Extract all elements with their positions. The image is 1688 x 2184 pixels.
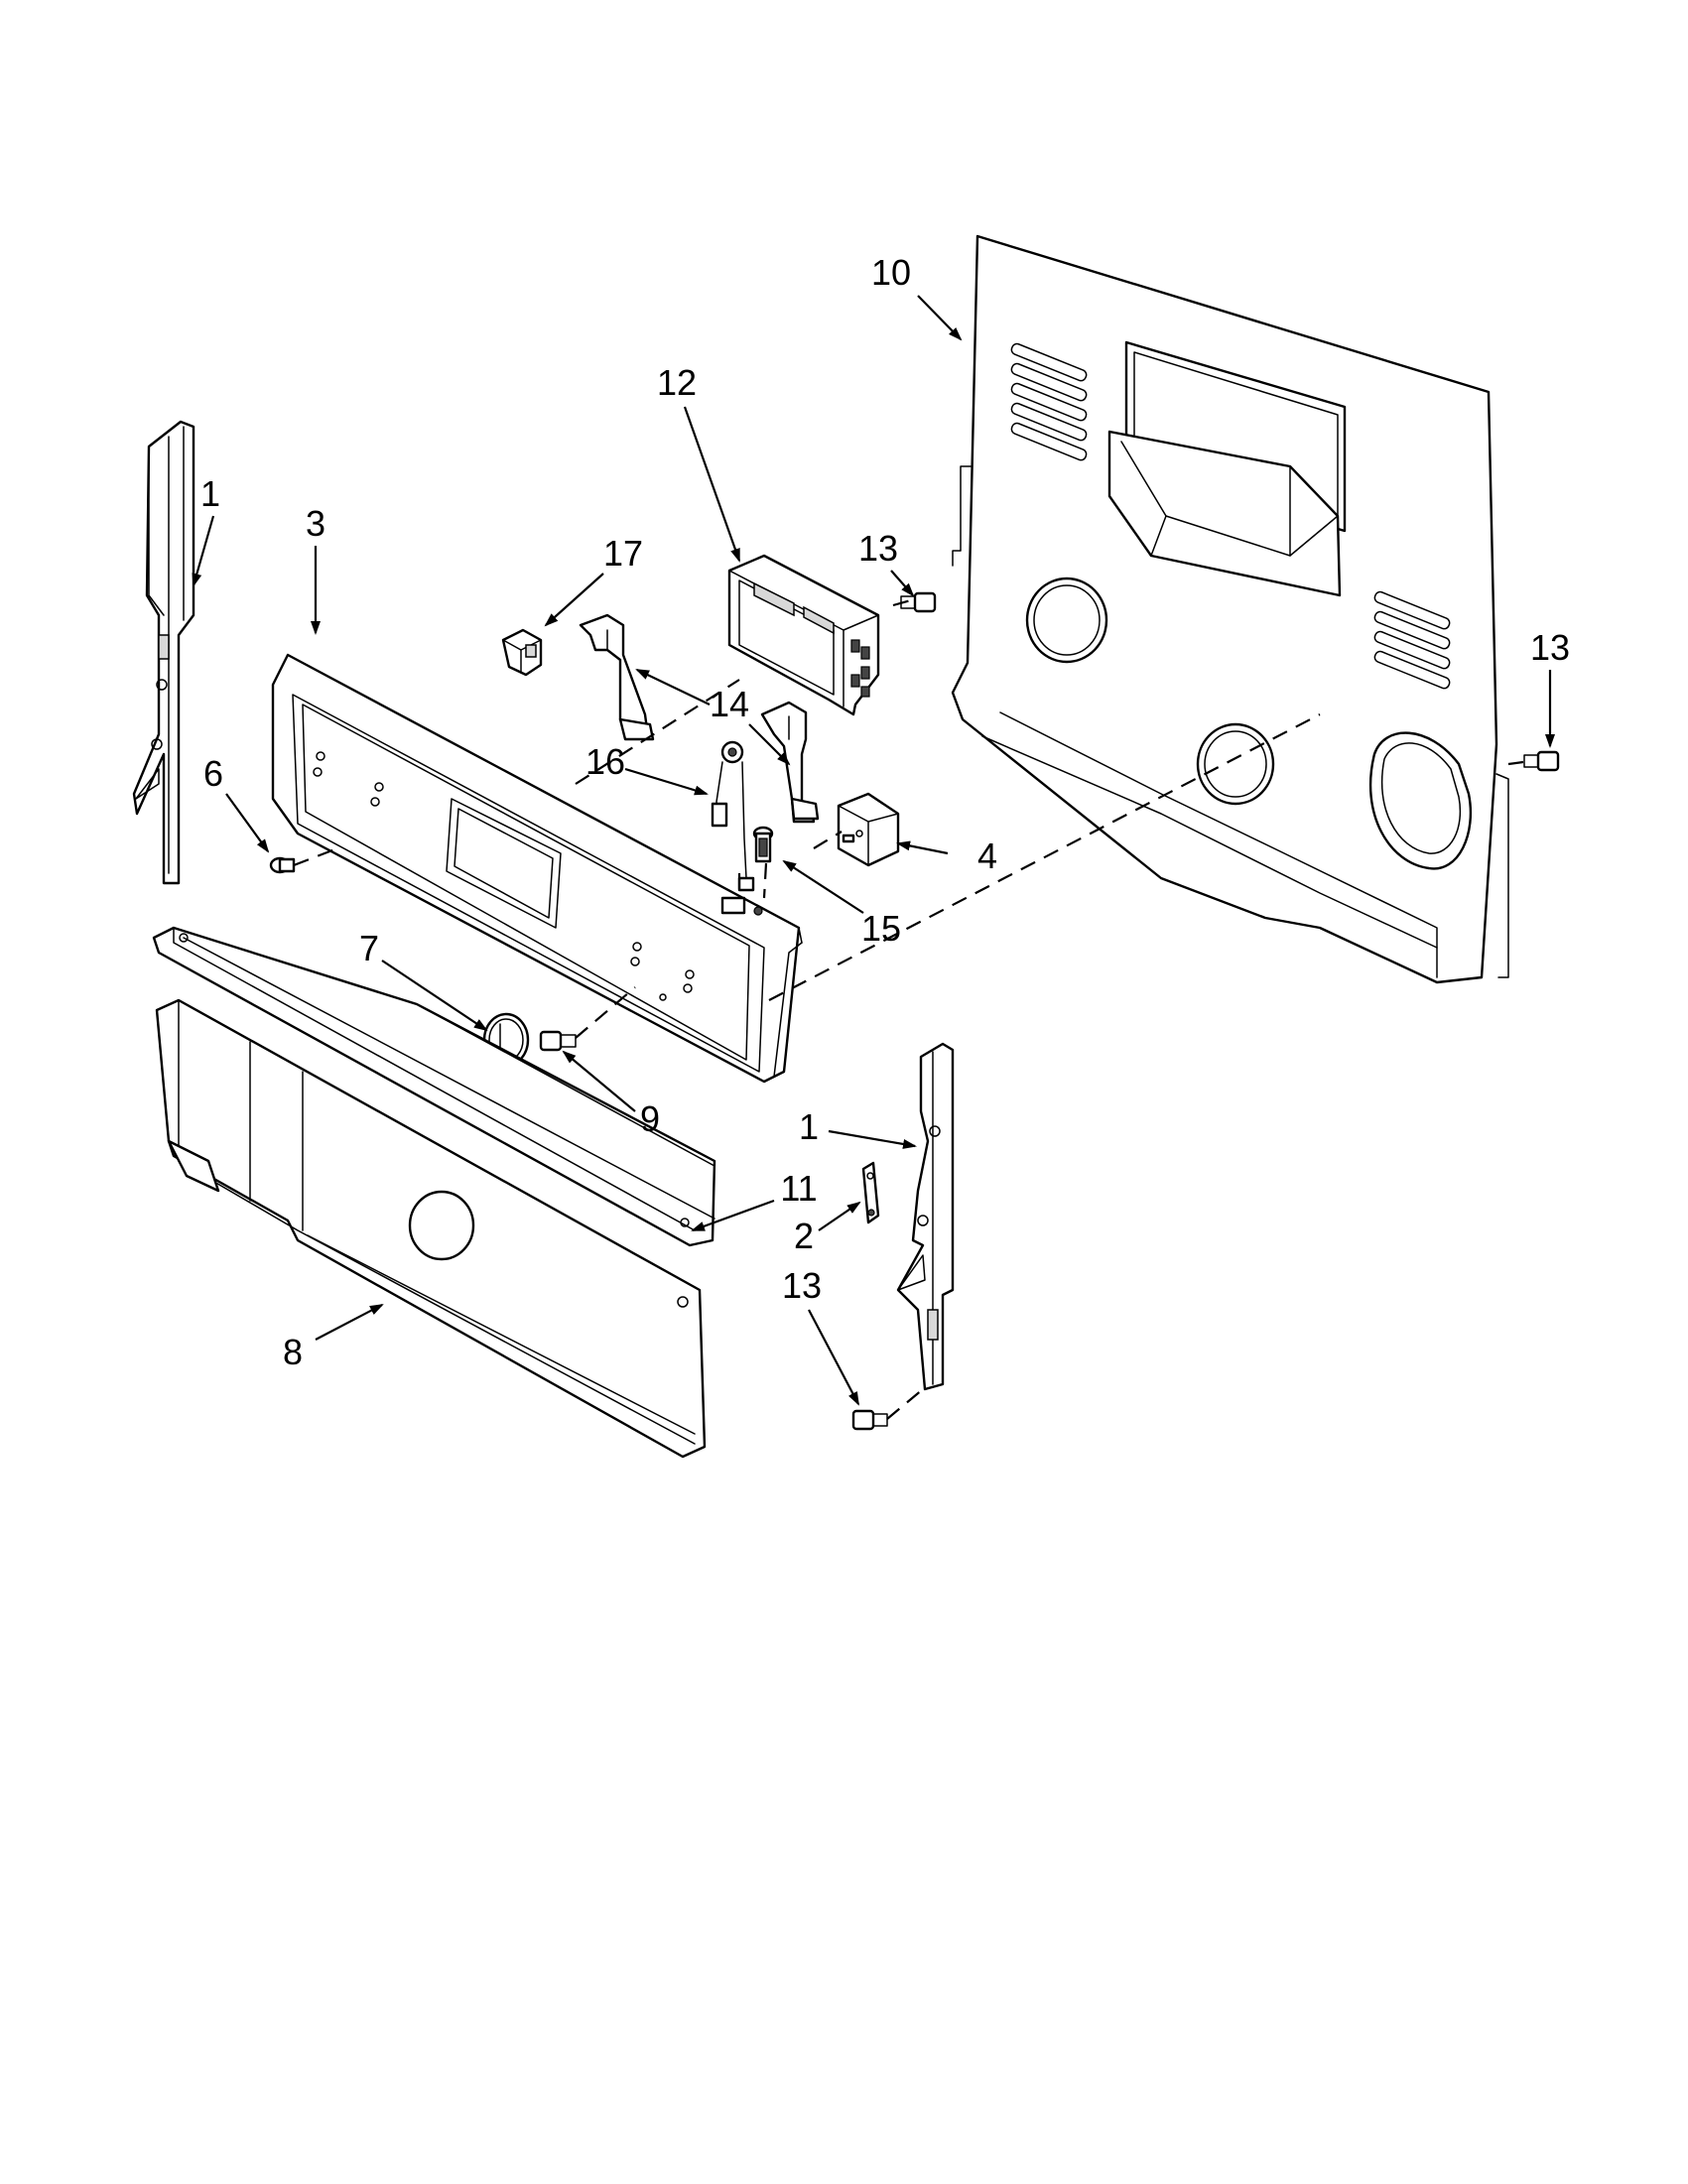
callout-15: 15 <box>861 908 901 949</box>
callout-6: 6 <box>203 753 223 794</box>
assembly-lines <box>293 598 1524 1420</box>
part-6-screw <box>269 856 296 874</box>
part-4-switch-block <box>837 792 900 867</box>
part-1-side-bracket-right <box>896 1042 955 1391</box>
part-9-screw <box>539 1030 577 1052</box>
callout-1-left: 1 <box>200 473 220 514</box>
callout-3: 3 <box>306 503 325 544</box>
callout-leaders <box>192 295 1555 1406</box>
part-12-control-board <box>727 554 880 716</box>
vent-slots-right <box>1373 590 1451 690</box>
callout-12: 12 <box>657 362 697 403</box>
callout-13-right: 13 <box>1530 627 1570 668</box>
part-14-bracket-right <box>760 701 820 824</box>
part-17-clip <box>501 628 543 677</box>
part-1-side-bracket-left <box>132 420 195 885</box>
callout-7: 7 <box>359 928 379 968</box>
callout-10: 10 <box>871 252 911 293</box>
callout-8: 8 <box>283 1332 303 1372</box>
callout-labels: 1 3 6 17 12 13 10 13 14 16 4 15 7 9 1 11… <box>200 252 1570 1372</box>
callout-14: 14 <box>710 684 749 724</box>
part-13-screw-lower <box>851 1409 888 1431</box>
vent-slots-left <box>1010 342 1088 461</box>
part-8-shield <box>155 998 707 1459</box>
part-16-sensor <box>711 740 755 892</box>
callout-2: 2 <box>794 1216 814 1256</box>
part-2-clip <box>861 1161 880 1224</box>
callout-16: 16 <box>585 741 625 782</box>
callout-11: 11 <box>780 1168 817 1209</box>
callout-9: 9 <box>640 1098 660 1139</box>
callout-13-upper: 13 <box>858 528 898 569</box>
callout-4: 4 <box>977 835 997 876</box>
part-3-control-panel <box>271 653 803 1084</box>
callout-13-lower: 13 <box>782 1265 822 1306</box>
callout-17: 17 <box>603 533 643 574</box>
part-10-rear-panel <box>951 234 1509 984</box>
part-13-screw-right <box>1523 750 1560 772</box>
part-15-connector <box>752 826 774 863</box>
callout-1-right: 1 <box>799 1106 819 1147</box>
part-14-bracket-left <box>579 613 655 741</box>
part-11-trim <box>152 926 716 1247</box>
